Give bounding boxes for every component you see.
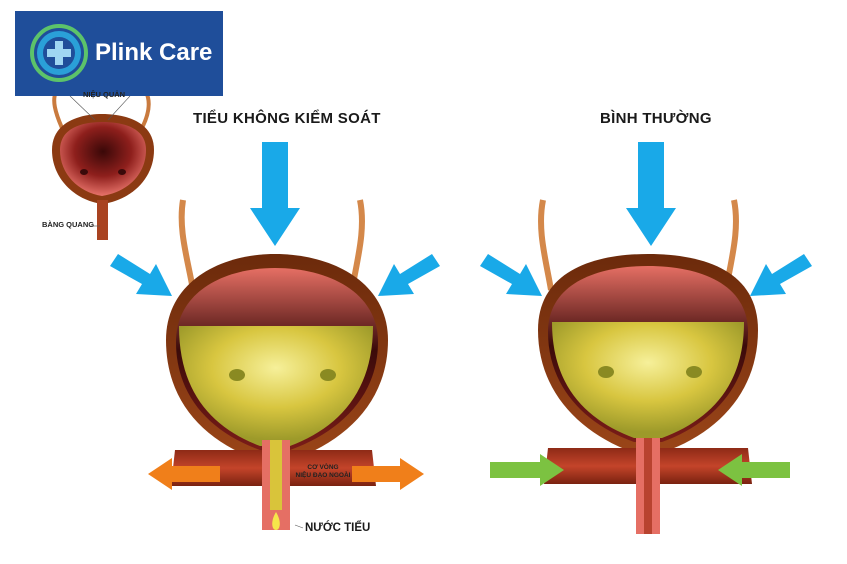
left-urine xyxy=(179,326,373,446)
right-diagonal-arrow-right xyxy=(750,254,812,296)
outward-arrows xyxy=(148,458,424,490)
left-panel-title: TIỂU KHÔNG KIỂM SOÁT xyxy=(193,110,381,127)
left-down-arrow xyxy=(250,142,300,246)
sphincter-label-line2: NIỆU ĐẠO NGOÀI xyxy=(295,472,351,479)
left-diagonal-arrow-right xyxy=(378,254,440,296)
sphincter-label: CƠ VÒNG NIỆU ĐẠO NGOÀI xyxy=(290,464,356,480)
urine-drop xyxy=(272,512,280,530)
right-down-arrow xyxy=(626,142,676,246)
right-ureter-left xyxy=(538,199,554,291)
small-ureter-right xyxy=(140,91,151,129)
right-urine xyxy=(552,322,744,438)
left-ureter-left xyxy=(178,199,196,291)
right-diagonal-arrow-left xyxy=(480,254,542,296)
right-pressure-arrows xyxy=(480,142,812,296)
brand-name: Plink Care xyxy=(95,39,213,66)
left-bladder xyxy=(166,199,388,530)
small-urethra xyxy=(97,200,108,240)
right-bladder xyxy=(538,199,758,534)
urine-label: NƯỚC TIỂU xyxy=(305,522,371,534)
left-diagonal-arrow-left xyxy=(110,254,172,296)
right-panel-title: BÌNH THƯỜNG xyxy=(600,110,712,127)
left-pressure-arrows xyxy=(110,142,440,296)
outward-arrow-left xyxy=(148,458,220,490)
inward-arrow-left xyxy=(490,454,564,486)
brand-logo: Plink Care xyxy=(15,11,223,96)
inward-arrows xyxy=(490,454,790,486)
ureter-label: NIỆU QUẢN xyxy=(83,90,126,99)
small-bladder-inner xyxy=(60,122,146,196)
outward-arrow-right xyxy=(352,458,424,490)
sphincter-label-line1: CƠ VÒNG xyxy=(307,464,339,471)
small-ureter-left xyxy=(52,91,64,129)
small-bladder xyxy=(52,91,154,240)
bladder-label: BÀNG QUANG xyxy=(42,220,95,229)
logo-icon xyxy=(30,24,88,82)
inward-arrow-right xyxy=(718,454,790,486)
